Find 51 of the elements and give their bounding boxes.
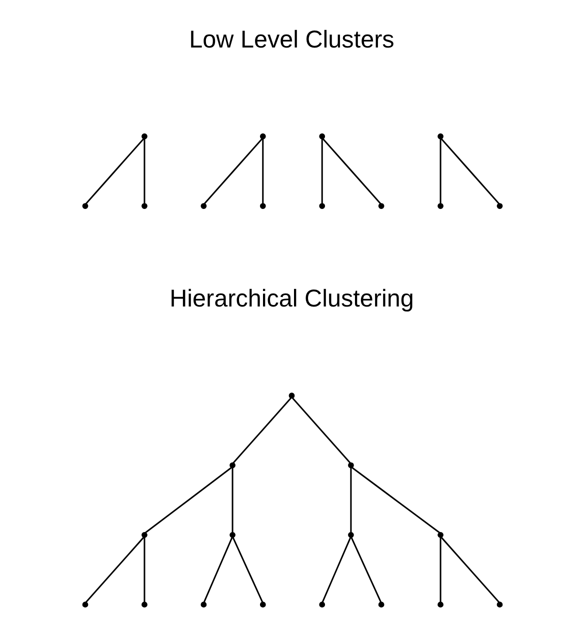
node-point (141, 203, 147, 209)
node-point (141, 602, 147, 608)
connector (84, 138, 144, 204)
node-point (378, 602, 384, 608)
node-point (318, 602, 325, 608)
node-point (200, 203, 206, 209)
node-point (288, 392, 294, 399)
connector (440, 536, 500, 603)
connector (291, 397, 350, 464)
node-point (259, 203, 266, 209)
connector (440, 138, 500, 204)
connector (350, 468, 352, 532)
connector (143, 537, 145, 602)
node-point (259, 602, 266, 608)
connector (351, 466, 440, 534)
connector (350, 536, 382, 603)
connector (320, 138, 322, 204)
node-point (141, 532, 147, 538)
connector (144, 466, 232, 534)
node-point (496, 203, 502, 209)
node-point (348, 532, 354, 538)
node-point (318, 203, 325, 209)
node-point (229, 462, 235, 468)
node-point (496, 602, 502, 608)
node-point (437, 133, 443, 140)
label: Low Level Clusters (188, 26, 394, 54)
connector (439, 138, 441, 204)
node-point (437, 203, 443, 209)
connector (262, 138, 264, 204)
node-point (437, 602, 443, 608)
node-point (82, 203, 88, 209)
connector (232, 397, 292, 464)
node-point (259, 133, 266, 140)
node-point (82, 602, 88, 608)
connector (322, 138, 381, 204)
connector (143, 138, 145, 204)
connector (231, 468, 233, 532)
node-point (229, 532, 235, 538)
node-point (318, 133, 325, 140)
connector (202, 536, 232, 603)
node-point (378, 203, 384, 209)
node-point (348, 462, 354, 468)
connector (84, 536, 144, 603)
label: Hierarchical Clustering (169, 286, 414, 313)
connector (321, 536, 351, 603)
connector (203, 138, 262, 204)
connector (439, 537, 441, 602)
node-point (200, 602, 206, 608)
connector (232, 536, 263, 603)
node-point (141, 133, 147, 140)
node-point (437, 532, 443, 538)
